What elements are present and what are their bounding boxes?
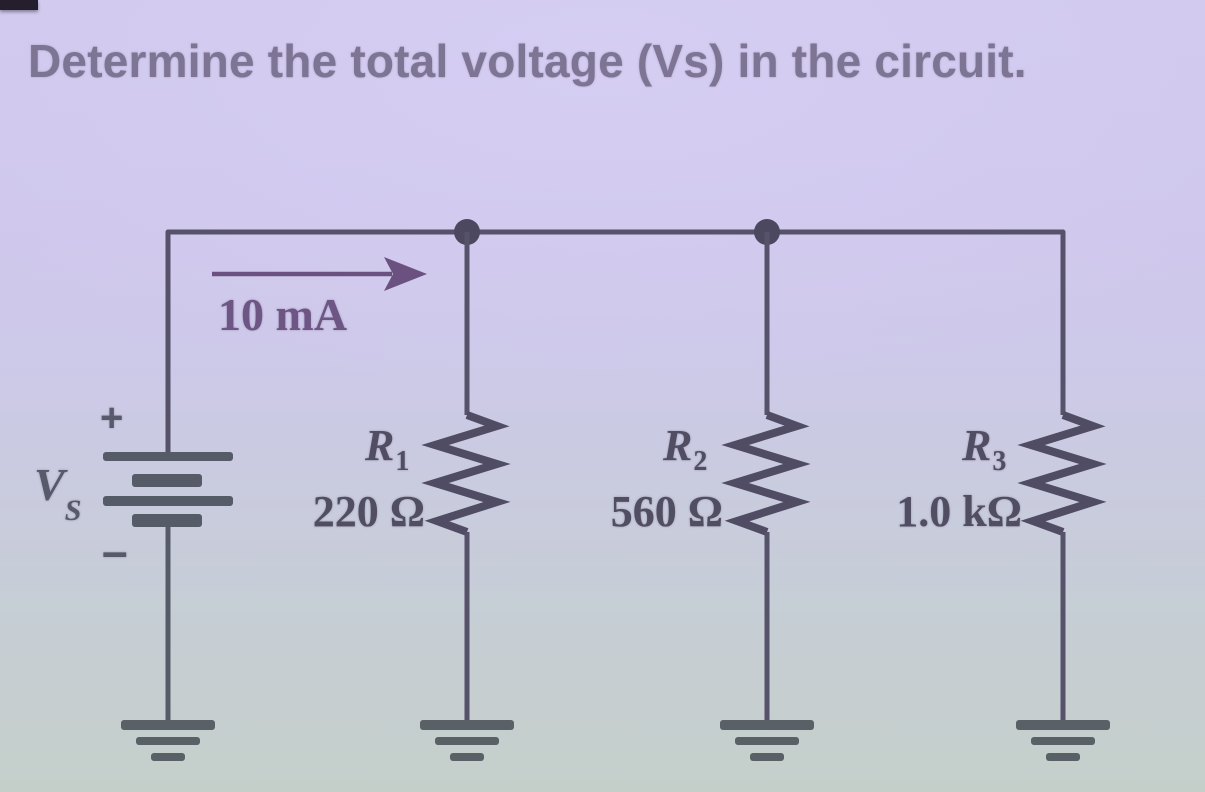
ground-icon-r1	[420, 720, 514, 761]
r2-letter: R	[663, 421, 693, 470]
r1-letter: R	[365, 421, 395, 470]
question-title: Determine the total voltage (Vs) in the …	[28, 35, 1027, 87]
photo-corner-artifact	[0, 0, 38, 10]
resistor-branch-r1	[421, 232, 511, 720]
resistor-r3-value: 1.0 kΩ	[896, 487, 1022, 536]
resistor-r2-value: 560 Ω	[610, 487, 723, 536]
resistor-r2-name: R2	[663, 421, 707, 476]
ground-icon-r3	[1016, 720, 1110, 761]
resistor-branch-r2	[721, 232, 811, 720]
resistor-zigzag-r3	[1017, 411, 1107, 536]
ground-icon-r2	[720, 720, 814, 761]
resistor-r1-name: R1	[365, 421, 409, 476]
r2-subscript: 2	[693, 446, 708, 477]
resistor-zigzag-r2	[721, 411, 811, 536]
top-bus-wire	[165, 229, 1066, 452]
r1-subscript: 1	[395, 446, 410, 477]
current-arrow-icon	[212, 257, 427, 291]
resistor-r3-name: R3	[962, 421, 1006, 476]
resistor-branch-r3	[1017, 411, 1107, 720]
r3-subscript: 3	[992, 446, 1007, 477]
current-value-label: 10 mA	[218, 289, 348, 340]
battery-symbol	[103, 452, 233, 720]
resistor-r1-value: 220 Ω	[312, 487, 425, 536]
r3-letter: R	[962, 421, 992, 470]
battery-plus-sign: +	[100, 396, 124, 440]
battery-minus-sign: –	[102, 525, 128, 577]
ground-icon-source	[121, 720, 215, 761]
voltage-source-subscript: S	[64, 494, 82, 528]
resistor-zigzag-r1	[421, 411, 511, 536]
voltage-source-label: VS	[34, 459, 81, 526]
voltage-source-name: V	[34, 459, 65, 510]
